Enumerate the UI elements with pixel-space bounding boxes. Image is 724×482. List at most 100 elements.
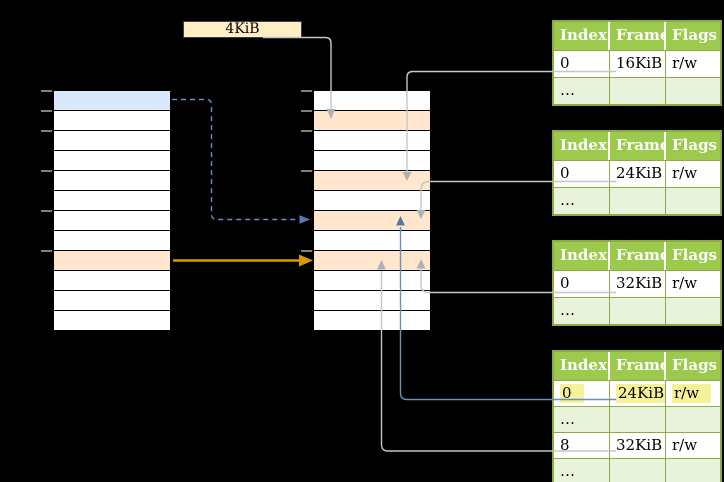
column-header: Flags [672,26,717,44]
memory-row-white [314,311,430,331]
frame-table-row: … [554,406,720,432]
memory-row-blue [54,91,170,111]
address-tick [301,170,312,172]
column-header: Index [554,242,610,270]
memory-row-white [54,131,170,151]
frame-table-cell: 0 [554,51,610,77]
column-header: Frame [610,242,666,270]
column-header: Flags [672,136,717,154]
frame-table-cell [666,407,720,432]
frame-table-row: … [554,297,720,324]
cell-text: … [560,301,575,319]
address-tick [301,130,312,132]
cell-text: 32KiB [616,274,663,292]
frame-table-row: 8 32KiB r/w [554,432,720,458]
physical-memory-column [301,90,431,332]
frame-table-cell [610,78,666,104]
memory-row-white [54,151,170,171]
frame-table-cell: 24KiB [610,161,666,187]
frame-table-cell: 32KiB [610,271,666,297]
address-tick [41,130,52,132]
frame-table-row: 0 24KiB r/w [554,380,720,406]
memory-row-white [54,271,170,291]
memory-row-orange [314,211,430,231]
memory-row-white [314,91,430,111]
frame-table-row: … [554,77,720,104]
address-tick [301,110,312,112]
address-tick [41,90,52,92]
frame-table-cell: 24KiB [610,381,666,406]
frame-table-cell: r/w [666,433,720,458]
cell-text: 32KiB [616,436,663,454]
cell-text: r/w [672,274,698,292]
column-header: Index [554,132,610,160]
memory-row-white [314,191,430,211]
frame-table-cell: r/w [666,51,720,77]
memory-row-white [54,111,170,131]
memory-row-white [314,231,430,251]
page-table-left [41,90,171,332]
frame-table-cell [666,298,720,324]
arrowhead-right-icon [299,215,310,224]
memory-row-white [54,211,170,231]
column-header: Flags [672,356,717,374]
highlighted-cell-text: 0 [560,384,584,403]
frame-table-cell: 32KiB [610,433,666,458]
column-header: Frame [610,352,666,380]
cell-text: r/w [672,436,698,454]
frame-table-cell [610,459,666,482]
address-tick [41,210,52,212]
frame-table-cell: 0 [554,381,610,406]
frame-table-cell [610,407,666,432]
frame-table-row: … [554,187,720,214]
frame-table-cell: … [554,407,610,432]
memory-row-orange [314,111,430,131]
address-tick [301,90,312,92]
frame-table-row: … [554,458,720,482]
column-header: Frame [610,132,666,160]
memory-row-orange [314,171,430,191]
cell-text: … [560,462,575,480]
cell-text: 0 [560,274,570,292]
cell-text: 24KiB [616,164,663,182]
frame-table-cell: r/w [666,271,720,297]
frame-table-cell: 16KiB [610,51,666,77]
frame-table-cell [610,298,666,324]
memory-row-white [54,191,170,211]
cell-text: 0 [560,164,570,182]
cell-text: … [560,410,575,428]
address-tick [301,250,312,252]
frame-table-cell: r/w [666,381,720,406]
cell-text: … [560,81,575,99]
memory-row-white [54,171,170,191]
memory-row-white [314,291,430,311]
address-tick [41,110,52,112]
column-header: Flags [672,246,717,264]
frame-table-cell [666,188,720,214]
memory-row-white [314,151,430,171]
cell-text: 16KiB [616,54,663,72]
highlighted-cell-text: r/w [672,384,712,403]
memory-row-white [54,291,170,311]
frame-table-row: 0 16KiB r/w [554,50,720,77]
frame-table-cell: … [554,459,610,482]
memory-row-white [314,131,430,151]
frame-table-cell: … [554,188,610,214]
cell-text: 0 [560,54,570,72]
cell-text: … [560,191,575,209]
frame-table-cell: 8 [554,433,610,458]
highlighted-cell-text: 24KiB [616,384,665,403]
cell-text: 8 [560,436,570,454]
cell-text: r/w [672,54,698,72]
memory-row-white [314,271,430,291]
address-tick [41,250,52,252]
arrowhead-right-icon [299,254,313,267]
memory-row-white [54,231,170,251]
frame-table-row: 0 32KiB r/w [554,270,720,297]
